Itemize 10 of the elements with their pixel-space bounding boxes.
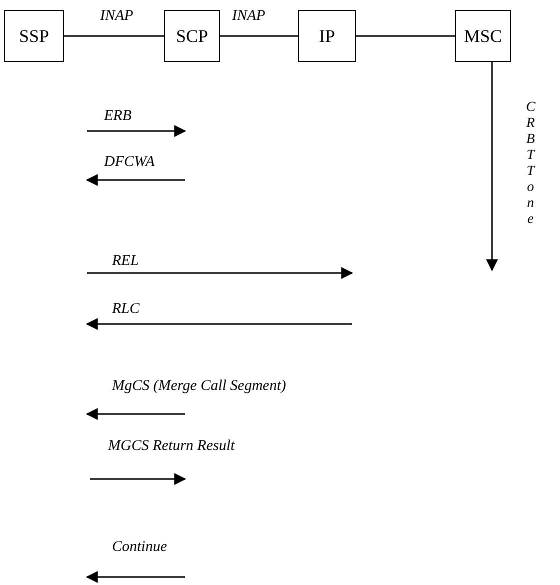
node-box: SSP (4, 10, 64, 62)
node-box: SCP (164, 10, 220, 62)
connector-line (220, 35, 298, 37)
node-box: IP (298, 10, 356, 62)
arrow (486, 62, 498, 272)
edge-label: CRBT Tone (526, 100, 535, 228)
connector-line (356, 35, 455, 37)
message-label: MgCS (Merge Call Segment) (112, 378, 286, 395)
node-box: MSC (455, 10, 511, 62)
connector-line (64, 35, 164, 37)
